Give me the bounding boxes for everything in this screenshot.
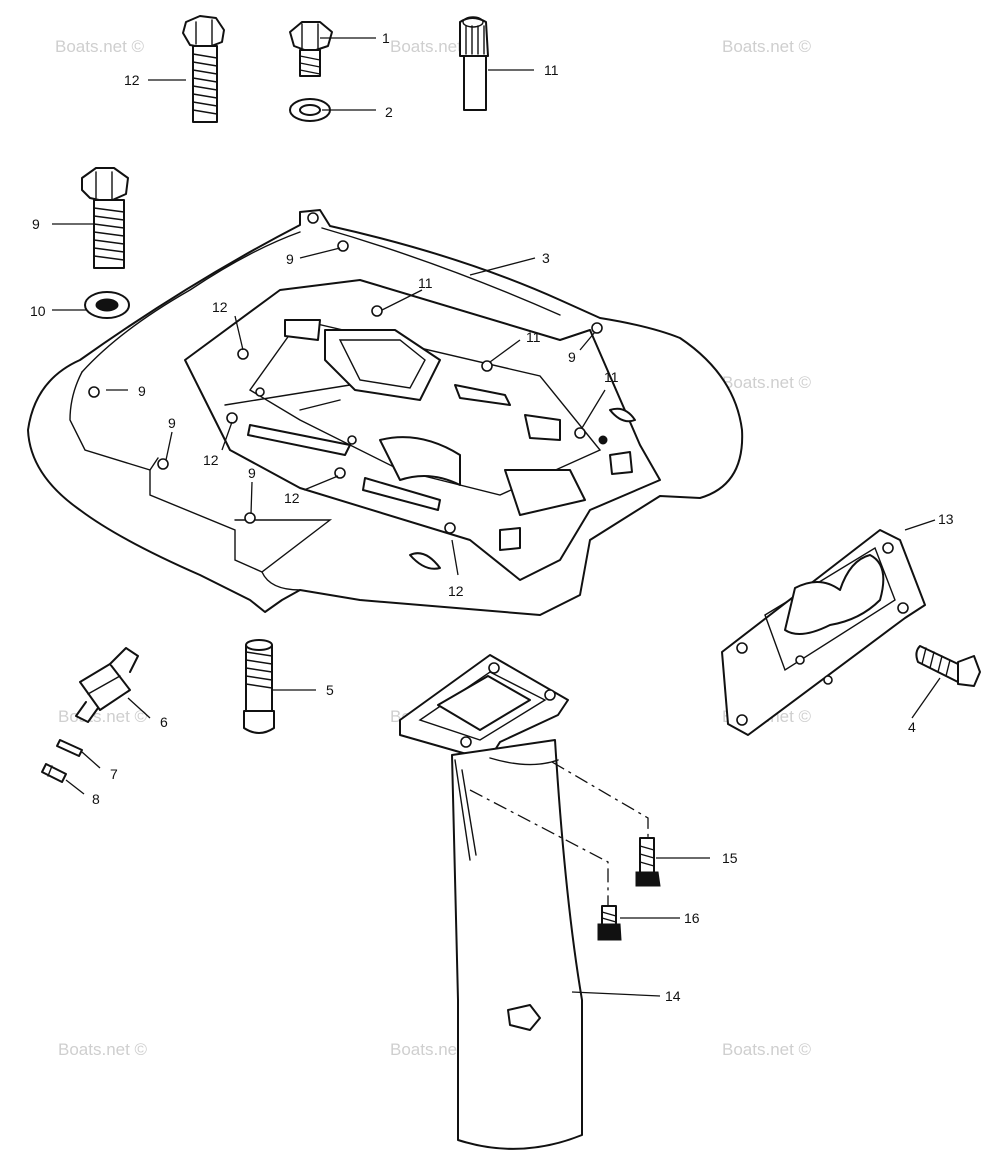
socket-screw-11 <box>459 16 489 111</box>
callout-labels: 12 1 2 11 9 10 3 9 11 12 11 9 9 11 9 12 … <box>30 30 954 1004</box>
screw-15 <box>635 837 661 887</box>
callout-13: 13 <box>938 511 954 527</box>
callout-1: 1 <box>382 30 390 46</box>
callout-12: 12 <box>448 583 464 599</box>
callout-12: 12 <box>212 299 228 315</box>
callout-12: 12 <box>203 452 219 468</box>
watermark: Boats.net © <box>58 707 148 726</box>
callout-3: 3 <box>542 250 550 266</box>
watermark: Boats.net © <box>722 373 812 392</box>
callout-12: 12 <box>284 490 300 506</box>
watermark: Boats.net © <box>722 1040 812 1059</box>
stud-5 <box>243 639 275 734</box>
valve-6 <box>75 647 139 723</box>
leader-lines <box>52 37 941 997</box>
callout-11: 11 <box>544 62 559 78</box>
adapter-plate-3 <box>27 209 744 616</box>
washer-10 <box>84 291 130 319</box>
bolt-9 <box>81 167 129 269</box>
pin-7 <box>56 739 83 757</box>
callout-9: 9 <box>32 216 40 232</box>
callout-11: 11 <box>526 329 541 345</box>
bolt-4 <box>915 645 981 687</box>
callout-9: 9 <box>248 465 256 481</box>
pin-8 <box>41 763 67 783</box>
alignment-line-15 <box>551 761 649 838</box>
watermark: Boats.net © <box>390 37 480 56</box>
bolt-12-top <box>182 15 225 123</box>
callout-11: 11 <box>418 275 433 291</box>
callout-6: 6 <box>160 714 168 730</box>
callout-9: 9 <box>168 415 176 431</box>
screw-16 <box>597 905 622 941</box>
exhaust-tube-14 <box>399 654 583 1150</box>
callout-9: 9 <box>286 251 294 267</box>
bolt-1 <box>289 21 333 77</box>
callout-7: 7 <box>110 766 118 782</box>
watermark: Boats.net © <box>58 1040 148 1059</box>
callout-5: 5 <box>326 682 334 698</box>
callout-8: 8 <box>92 791 100 807</box>
callout-2: 2 <box>385 104 393 120</box>
callout-9: 9 <box>568 349 576 365</box>
callout-9: 9 <box>138 383 146 399</box>
callout-12: 12 <box>124 72 140 88</box>
callout-4: 4 <box>908 719 916 735</box>
gasket-13 <box>721 529 926 736</box>
callout-16: 16 <box>684 910 700 926</box>
callout-15: 15 <box>722 850 738 866</box>
callout-10: 10 <box>30 303 46 319</box>
callout-14: 14 <box>665 988 681 1004</box>
watermark: Boats.net © <box>722 37 812 56</box>
alignment-line-16 <box>469 789 609 906</box>
callout-11: 11 <box>604 369 619 385</box>
watermark: Boats.net © <box>55 37 145 56</box>
